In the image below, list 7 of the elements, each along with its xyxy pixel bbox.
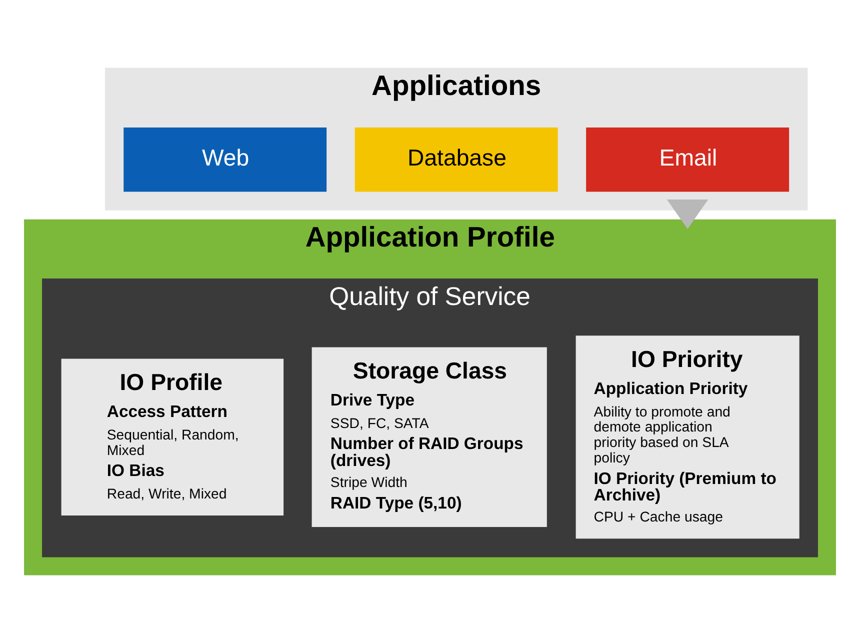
- node-box: Database: [354, 128, 558, 192]
- node-box: IO Profile Access Pattern Sequential, Random, Mixed IO Bias Read, Write, Mixed: [60, 358, 284, 516]
- arrow: [666, 199, 708, 229]
- node-box: Email: [586, 128, 789, 192]
- node-box: IO Priority Application Priority Ability to promote and demote application priority based on SLA policy IO Priority (Premium to Archive) CPU + Cache usage: [575, 336, 799, 539]
- node-box: Storage Class Drive Type SSD, FC, SATA Number of RAID Groups (drives) Stripe Width RAID Type (5,10): [311, 347, 546, 528]
- node-box: Web: [123, 128, 326, 192]
